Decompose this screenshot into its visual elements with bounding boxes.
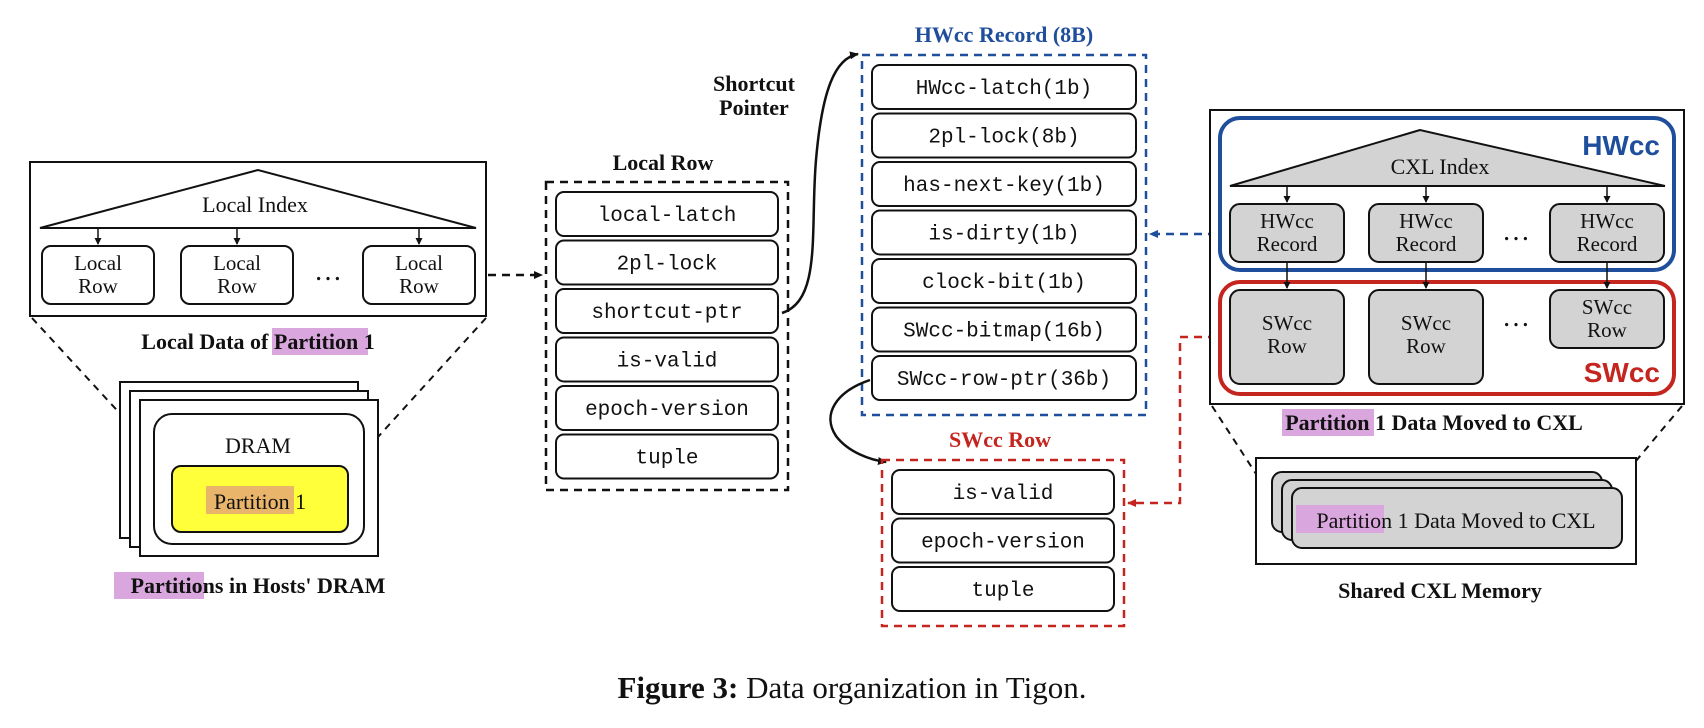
swcc-row-panel: SWcc Row is-valid epoch-version tuple: [880, 427, 1126, 628]
hwcc-field-label-6: SWcc-bitmap(16b): [903, 321, 1105, 344]
hwcc-record-title: HWcc Record (8B): [915, 22, 1093, 47]
hwcc-field-box-3: [871, 161, 1137, 207]
local-row-frame: [544, 180, 790, 492]
swcc-row-frame: [880, 458, 1126, 628]
local-row-field-box-3: [555, 288, 779, 334]
swcc-row-box-2: [1368, 289, 1484, 385]
cxl-index-title: CXL Index: [1391, 154, 1490, 179]
swcc-row-fields: is-valid epoch-version tuple: [891, 469, 1115, 612]
local-row-box-1: [41, 245, 155, 305]
hwcc-field-label-7: SWcc-row-ptr(36b): [897, 369, 1111, 392]
hwcc-record-fields: HWcc-latch(1b) 2pl-lock(8b) has-next-key(1…: [871, 64, 1137, 401]
dram-label: DRAM: [225, 433, 291, 458]
hwcc-field-box-7: [871, 355, 1137, 401]
figure-caption: Figure 3: Data organization in Tigon.: [618, 670, 1087, 705]
swcc-field-box-2: [891, 517, 1115, 564]
swcc-region: [1218, 280, 1676, 396]
swcc-region-label: SWcc: [1584, 357, 1660, 388]
local-row-field-label-3: shortcut-ptr: [591, 302, 742, 325]
hwcc-field-label-1: HWcc-latch(1b): [916, 78, 1092, 101]
hwcc-region-label: HWcc: [1582, 130, 1660, 161]
shared-card-label: Partition 1 Data Moved to CXL: [1316, 508, 1595, 533]
swcc-row-box-1: [1229, 289, 1345, 385]
partition-orange-highlight: [206, 486, 294, 514]
hwcc-record-panel: HWcc Record (8B) HWcc-latch(1b) 2pl-lock(…: [860, 22, 1148, 417]
swcc-row-ptr-arrow: [829, 378, 887, 465]
hwcc-record-frame: [860, 53, 1148, 417]
local-row-field-label-2: 2pl-lock: [617, 254, 718, 277]
local-index-triangle: [39, 168, 477, 229]
local-index-title: Local Index: [202, 192, 308, 217]
hwcc-region: [1218, 116, 1676, 272]
local-row-title: Local Row: [613, 150, 714, 175]
local-row-box-2: [180, 245, 294, 305]
hwcc-field-box-6: [871, 306, 1137, 353]
hwcc-field-box-5: [871, 258, 1137, 304]
swcc-field-box-3: [891, 566, 1115, 612]
local-row-field-box-4: [555, 336, 779, 383]
local-row-field-label-1: local-latch: [598, 205, 737, 228]
local-row-field-box-2: [555, 239, 779, 286]
shared-card-highlight: [1296, 505, 1384, 533]
dram-caption: Partitions in Hosts' DRAM: [131, 573, 386, 598]
hwcc-field-label-3: has-next-key(1b): [903, 175, 1105, 198]
hwcc-field-box-1: [871, 64, 1137, 110]
swcc-field-label-3: tuple: [971, 580, 1034, 603]
swcc-link-arrow: [1127, 335, 1230, 507]
hwcc-field-box-4: [871, 209, 1137, 256]
hwcc-field-label-2: 2pl-lock(8b): [928, 127, 1079, 150]
local-row-field-label-6: tuple: [635, 448, 698, 471]
local-row-field-box-1: [555, 191, 779, 237]
hwcc-field-box-2: [871, 112, 1137, 159]
hwcc-record-ellipsis: …: [1502, 216, 1530, 247]
dram-stack: DRAM Partition 1 Partitions in Hosts' DR…: [114, 381, 386, 599]
local-row-field-label-4: is-valid: [617, 351, 718, 374]
shortcut-pointer-arrow: [781, 51, 859, 315]
cxl-index-triangle: [1229, 128, 1666, 187]
swcc-field-box-1: [891, 469, 1115, 515]
partition-label: Partition 1: [214, 489, 306, 514]
local-row-fields: local-latch 2pl-lock shortcut-ptr is-valid e…: [555, 191, 779, 480]
local-row-field-label-5: epoch-version: [585, 399, 749, 422]
hwcc-field-label-5: clock-bit(1b): [922, 272, 1086, 295]
swcc-row-ellipsis: …: [1502, 302, 1530, 333]
cxl-caption: Partition 1 Data Moved to CXL: [1285, 410, 1583, 435]
local-caption-highlight: [272, 328, 368, 355]
local-row-field-box-5: [555, 385, 779, 431]
local-row-field-box-6: [555, 433, 779, 480]
cxl-caption-highlight: [1282, 409, 1374, 436]
swcc-row-title: SWcc Row: [949, 427, 1051, 452]
local-data-caption: Local Data of Partition 1: [141, 329, 374, 354]
local-row-ellipsis: …: [314, 256, 342, 287]
shared-cxl-caption: Shared CXL Memory: [1338, 578, 1542, 603]
cxl-zoom-line-left: [1211, 405, 1261, 481]
swcc-field-label-2: epoch-version: [921, 532, 1085, 555]
local-row-panel: Local Row local-latch 2pl-lock shortcut-pt…: [544, 150, 790, 492]
swcc-field-label-1: is-valid: [953, 483, 1054, 506]
dram-caption-highlight: [114, 572, 204, 599]
local-row-box-3: [362, 245, 476, 305]
hwcc-field-label-4: is-dirty(1b): [928, 224, 1079, 247]
swcc-row-box-3: [1549, 289, 1665, 349]
